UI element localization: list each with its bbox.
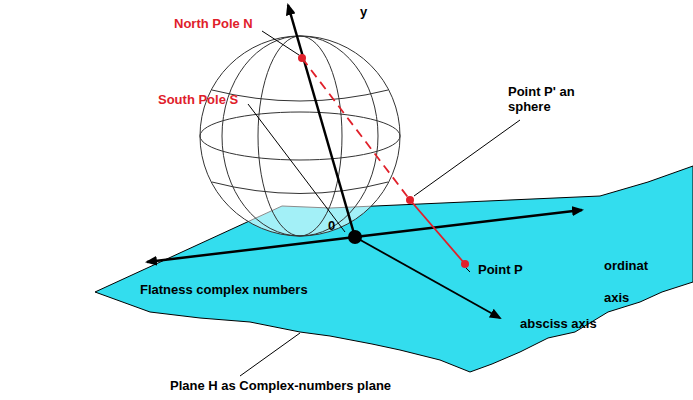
projection-ray [410,200,465,264]
abscissa-axis [355,237,500,318]
ordinate-axis [147,237,355,262]
pole-label: South Pole S [158,92,238,107]
projection-ray [302,58,410,200]
origin-dot [348,230,362,244]
point-label: Point P' an sphere [508,84,618,114]
sphere [200,36,400,236]
plane-caption: Plane H as Complex-numbers plane [170,378,391,393]
axis-name: ordinat axis [604,250,660,314]
ordinate-axis [355,210,582,237]
sphere-point-dot [406,196,414,204]
y-axis [288,5,355,237]
point-label: Point P [478,262,523,277]
origin-label: 0 [328,218,335,233]
north-pole-dot [298,54,306,62]
plane-label: Flatness complex numbers [140,282,308,297]
axis-name: absciss axis [520,316,597,331]
plane-point-dot [461,260,469,268]
axis-name: y [360,4,367,19]
pole-label: North Pole N [174,16,253,31]
complex-plane [95,166,693,372]
leader-line [240,31,520,376]
